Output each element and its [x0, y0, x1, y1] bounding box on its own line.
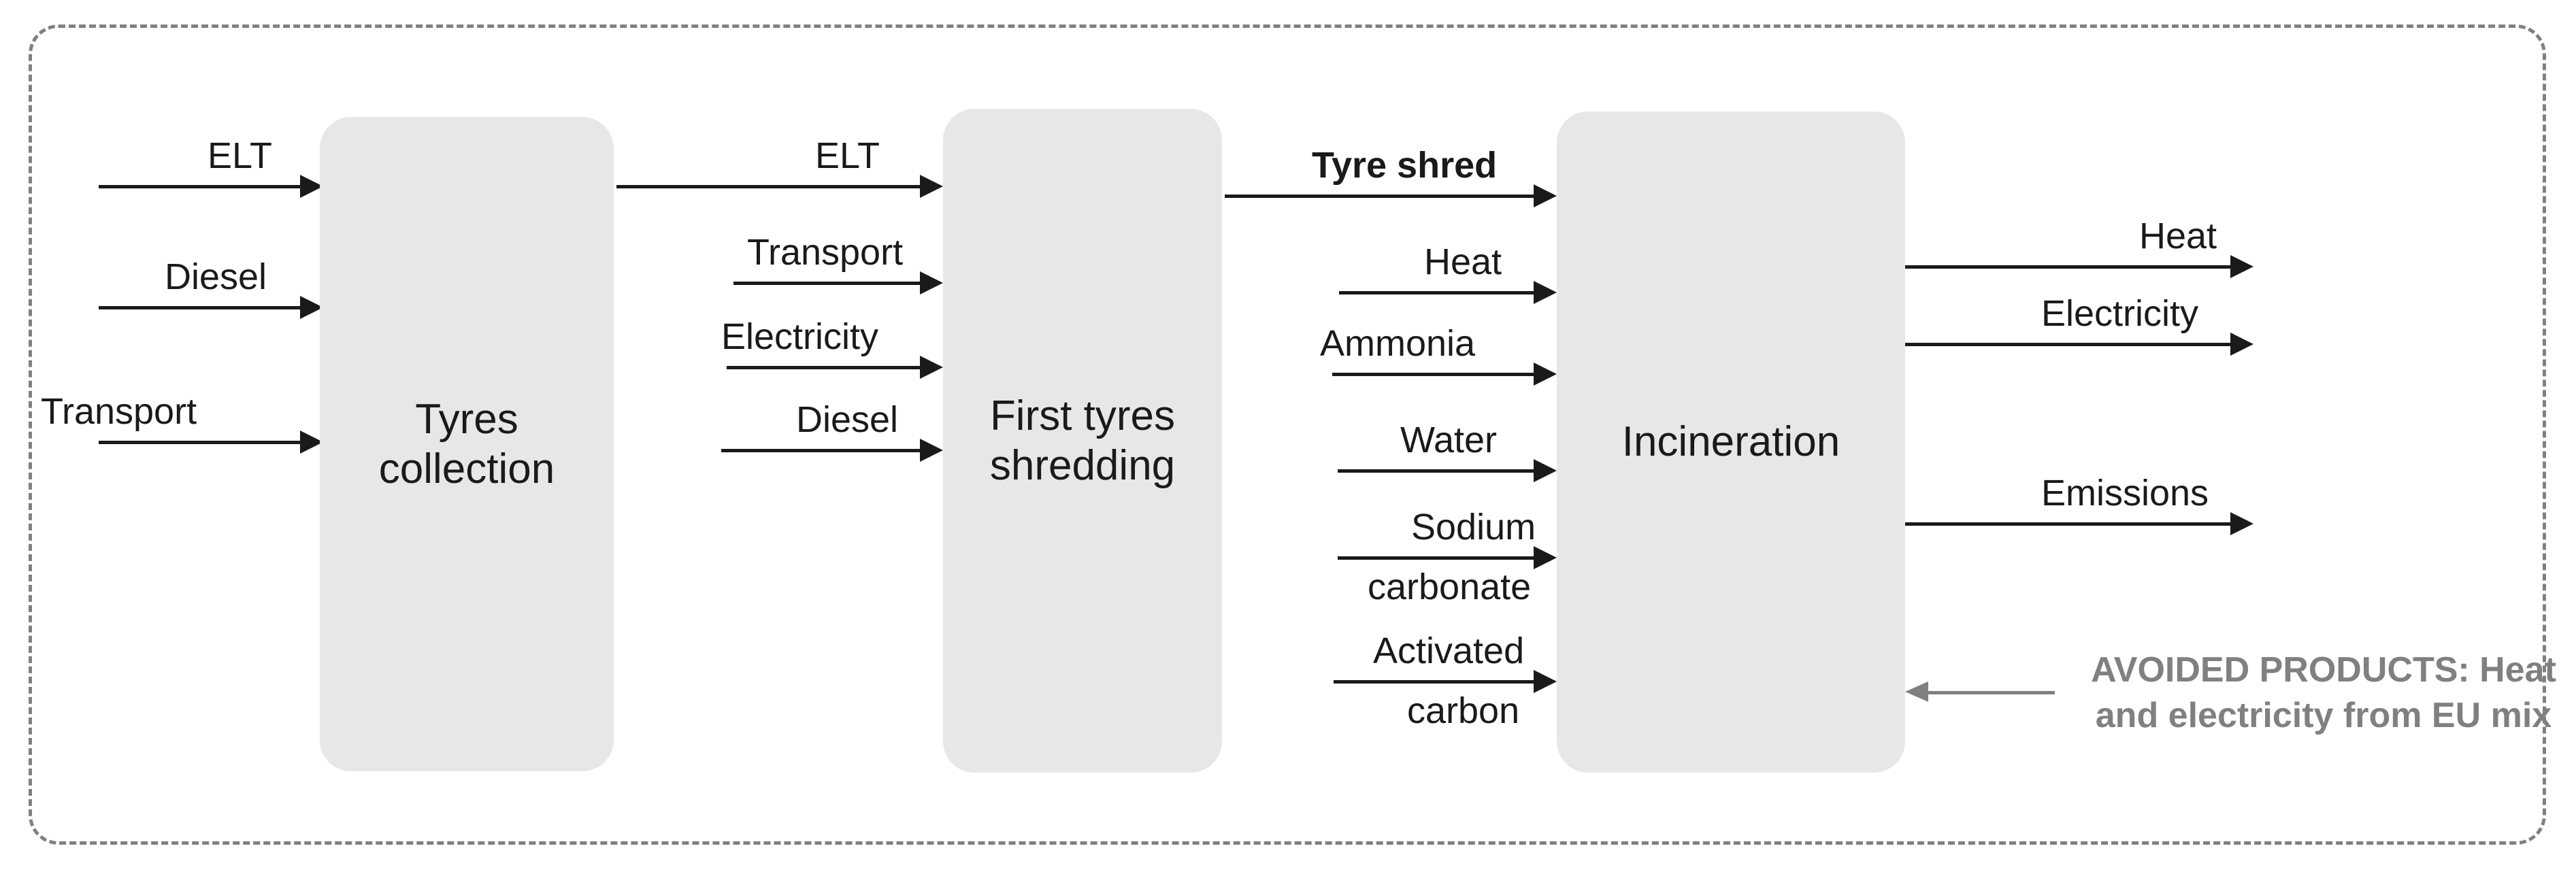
arrow-head-icon — [920, 439, 943, 462]
flow-line — [1928, 691, 2055, 694]
arrow-head-icon — [300, 296, 323, 319]
flow-line — [99, 306, 300, 309]
flow-label-activated: Activated — [1373, 630, 1525, 671]
flow-line — [721, 449, 920, 452]
flow-line — [1338, 469, 1534, 473]
arrow-head-icon — [1534, 281, 1557, 304]
flow-label-carbonate: carbonate — [1368, 567, 1532, 607]
arrow-head-icon — [2230, 333, 2253, 356]
process-label: First tyres shredding — [989, 392, 1176, 489]
system-boundary-dashed-rect — [29, 24, 2546, 845]
arrow-head-icon — [1534, 184, 1557, 207]
flow-label-diesel-2: Diesel — [796, 399, 899, 440]
flow-label-ammonia: Ammonia — [1320, 323, 1476, 364]
flow-line — [1332, 373, 1534, 376]
flow-line — [1338, 556, 1534, 560]
arrow-head-icon — [920, 175, 943, 198]
process-box-tyres-collection[interactable]: Tyres collection — [320, 117, 614, 771]
flow-line — [99, 441, 300, 444]
flow-line — [99, 185, 300, 188]
flow-label-tyre-shred: Tyre shred — [1312, 145, 1498, 186]
process-label: Incineration — [1621, 418, 1840, 466]
flow-line — [1334, 680, 1534, 684]
arrow-head-icon — [300, 175, 323, 198]
flow-line — [1225, 195, 1534, 198]
flow-label-transport-1: Transport — [41, 391, 197, 432]
flow-label-electricity-2: Electricity — [721, 316, 879, 357]
process-label: Tyres collection — [378, 395, 555, 492]
arrow-head-icon — [2230, 255, 2253, 278]
process-box-incineration[interactable]: Incineration — [1557, 112, 1905, 773]
flow-label-elt-1: ELT — [208, 135, 273, 176]
avoided-products-text: AVOIDED PRODUCTS: Heat and electricity f… — [2048, 647, 2576, 738]
flow-label-heat-out: Heat — [2139, 216, 2217, 256]
flow-line — [616, 185, 920, 188]
flow-label-heat-in: Heat — [1424, 241, 1502, 282]
arrow-head-icon — [1534, 670, 1557, 693]
flow-label-carbon: carbon — [1407, 690, 1520, 731]
flow-line — [1905, 343, 2230, 346]
arrow-head-icon — [1534, 363, 1557, 386]
flow-line — [727, 366, 920, 369]
arrow-head-icon — [300, 431, 323, 454]
arrow-head-icon — [1534, 546, 1557, 569]
arrow-head-icon — [1534, 459, 1557, 482]
avoided-products-line2: and electricity from EU mix — [2095, 695, 2552, 735]
flow-line — [733, 282, 920, 285]
flow-label-elt-2: ELT — [815, 135, 880, 176]
flow-label-water: Water — [1400, 420, 1498, 460]
arrow-head-icon — [2230, 512, 2253, 535]
flow-label-transport-2: Transport — [747, 232, 904, 273]
flow-line — [1905, 265, 2230, 269]
flow-line — [1339, 291, 1534, 294]
flow-label-emissions: Emissions — [2041, 473, 2209, 513]
arrow-head-icon — [920, 271, 943, 294]
process-box-first-tyres-shredding[interactable]: First tyres shredding — [943, 109, 1222, 773]
arrow-head-left-icon — [1905, 681, 1928, 702]
arrow-head-icon — [920, 356, 943, 379]
flow-line — [1905, 522, 2230, 526]
flow-label-electricity-out: Electricity — [2041, 293, 2199, 334]
avoided-products-line1: AVOIDED PRODUCTS: Heat — [2091, 650, 2556, 690]
flow-label-sodium: Sodium — [1411, 507, 1536, 548]
flow-label-diesel-1: Diesel — [165, 256, 267, 297]
